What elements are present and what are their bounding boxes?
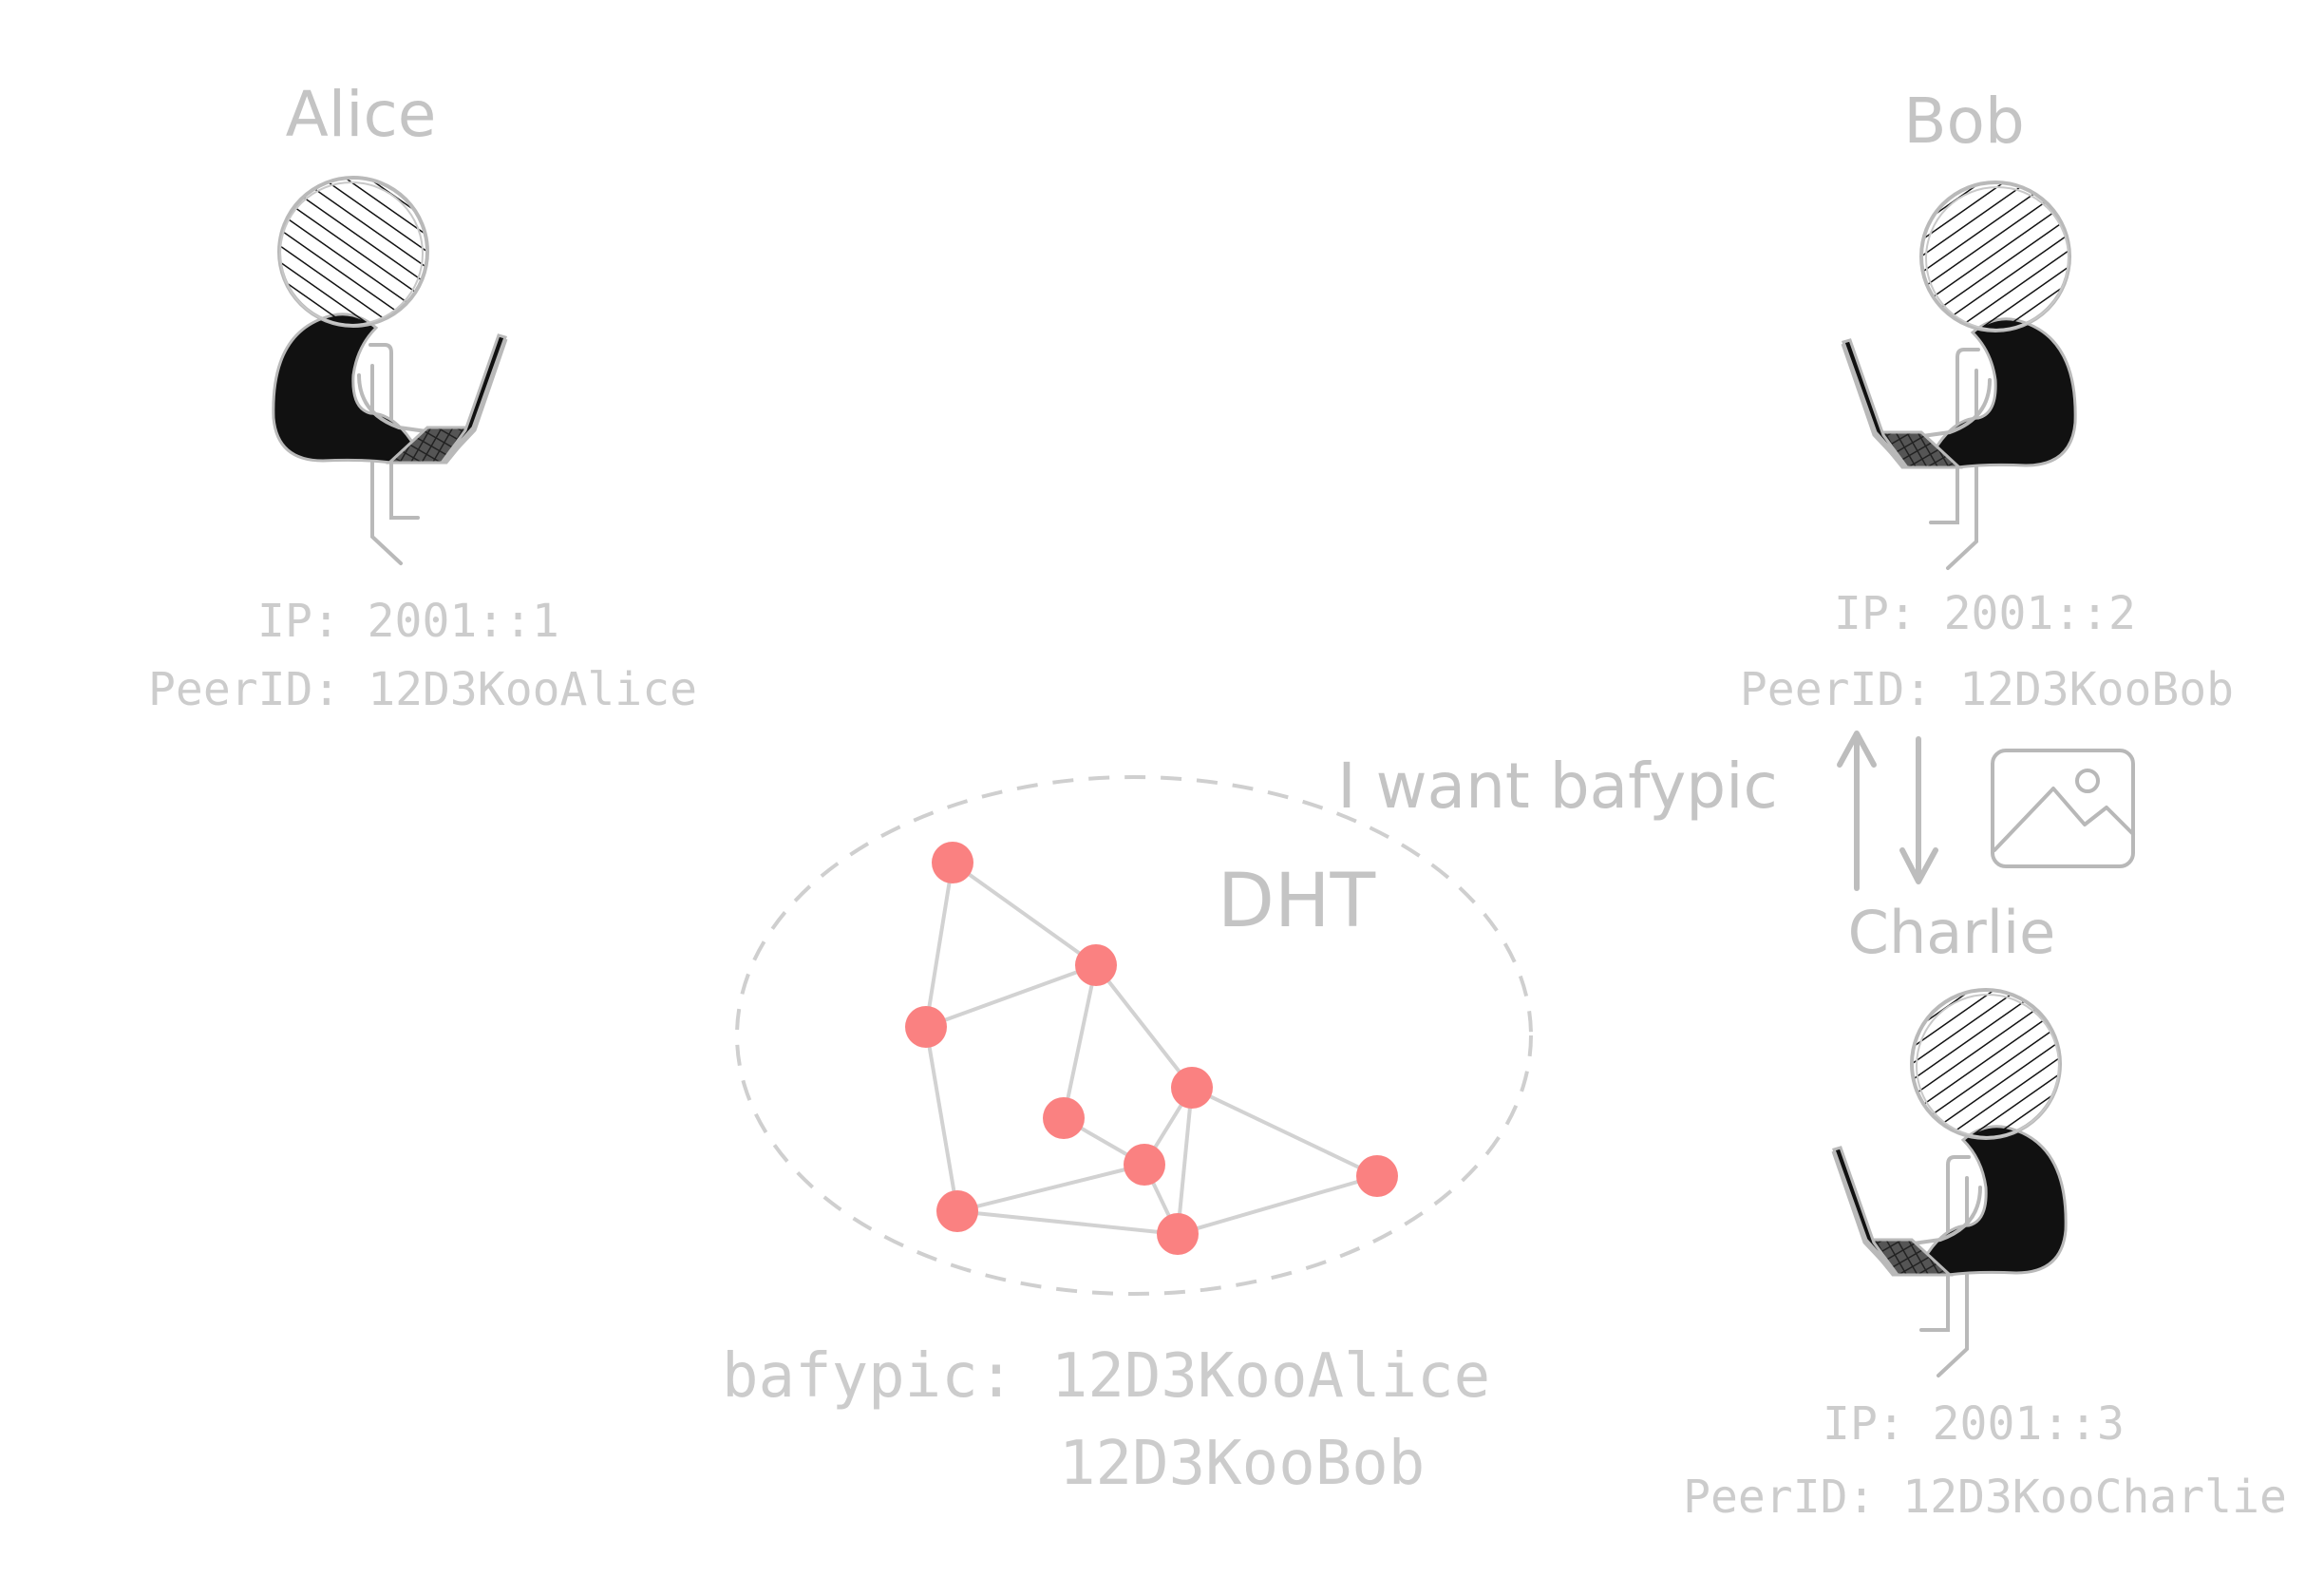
dht-node (1157, 1213, 1199, 1255)
request-label: I want bafypic (1337, 750, 1778, 823)
dht-node (932, 842, 973, 883)
peer-ip-alice: IP: 2001::1 (257, 595, 559, 648)
dht-node (905, 1006, 947, 1048)
peer-alice: Alice IP: 2001::1 PeerID: 12D3KooAlice (148, 78, 697, 716)
arrow-up-icon (1837, 731, 1877, 891)
dht-node (1171, 1067, 1213, 1109)
dht-cluster: DHT bafypic: (722, 775, 1533, 1499)
arrow-down-icon (1899, 736, 1938, 884)
person-alice-icon (271, 176, 508, 565)
dht-node (936, 1190, 978, 1232)
person-charlie-icon (1831, 988, 2069, 1377)
peer-charlie: Charlie IP: 2001::3 PeerID: 12D3KooCharl… (1683, 898, 2287, 1524)
dht-node (1356, 1155, 1398, 1197)
dht-node (1124, 1144, 1165, 1186)
dht-boundary (735, 775, 1533, 1296)
peer-id-bob: PeerID: 12D3KooBob (1740, 663, 2234, 716)
dht-node (1043, 1097, 1085, 1139)
peer-name-alice: Alice (286, 78, 437, 151)
dht-nodes (905, 842, 1398, 1255)
dht-record-line2: 12D3KooBob (1059, 1429, 1425, 1499)
image-icon (1991, 749, 2135, 868)
person-bob-icon (1841, 180, 2078, 570)
peer-name-bob: Bob (1903, 85, 2025, 158)
dht-node (1075, 944, 1117, 986)
peer-id-alice: PeerID: 12D3KooAlice (148, 663, 697, 716)
peer-bob: Bob IP: 2001::2 PeerID: 12D3KooBob (1740, 85, 2234, 716)
dht-record-line1: bafypic: 12D3KooAlice (722, 1341, 1490, 1412)
peer-ip-bob: IP: 2001::2 (1834, 587, 2136, 640)
dht-label: DHT (1218, 859, 1376, 944)
peer-name-charlie: Charlie (1848, 898, 2056, 967)
peer-id-charlie: PeerID: 12D3KooCharlie (1683, 1471, 2287, 1524)
peer-ip-charlie: IP: 2001::3 (1823, 1397, 2125, 1451)
